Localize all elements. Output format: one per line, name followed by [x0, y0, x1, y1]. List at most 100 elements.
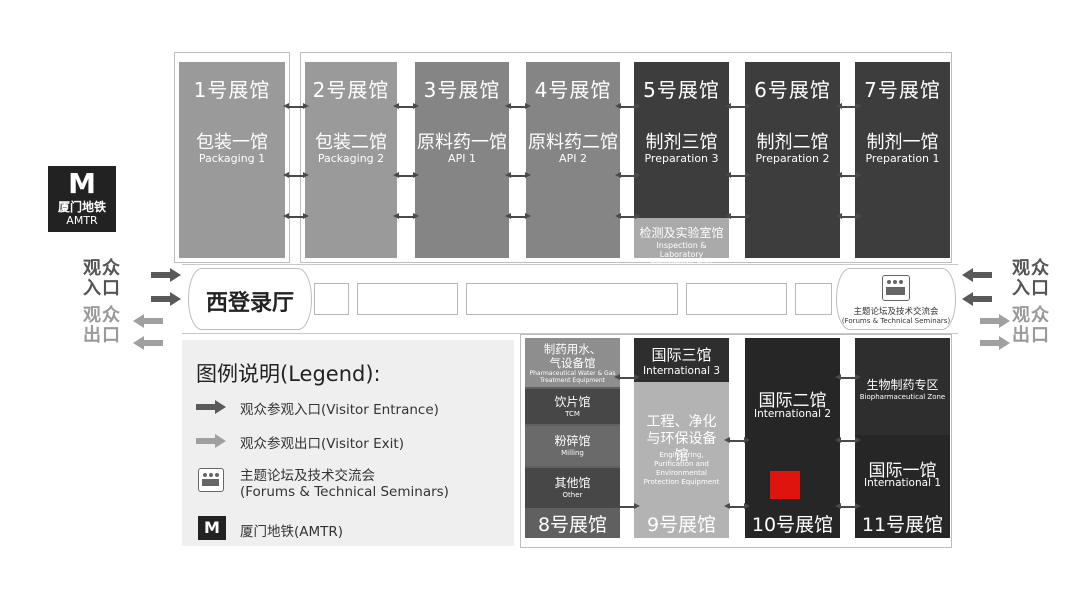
right-exit-label: 观众 出口 [1012, 305, 1050, 346]
hall-7[interactable]: 7号展馆 制剂一馆 Preparation 1 [855, 62, 950, 258]
hall-name-en: Preparation 3 [644, 152, 719, 165]
legend: 图例说明(Legend): 观众参观入口(Visitor Entrance) 观… [182, 340, 514, 546]
hall-number: 1号展馆 [193, 78, 271, 102]
location-marker [770, 471, 800, 499]
forum-label-en: (Forums & Technical Seminars) [841, 317, 951, 325]
hall-number: 3号展馆 [423, 78, 501, 102]
lab-hall-en: Inspection & Laboratory Equipment Hall [651, 241, 712, 268]
legend-forum-label: 主题论坛及技术交流会 [240, 468, 375, 484]
hall-2[interactable]: 2号展馆 包装二馆 Packaging 2 [305, 62, 397, 258]
left-entrance-arrow-2 [151, 292, 181, 306]
zone-cn: 粉碎馆 [554, 434, 591, 448]
exit-arrow-icon [196, 434, 226, 448]
left-exit-label: 观众 出口 [83, 305, 121, 346]
connector [725, 172, 751, 179]
lab-hall-cn: 检测及实验室馆 [639, 226, 724, 240]
right-exit-arrow-2 [980, 336, 1010, 350]
hall-name-cn: 制剂三馆 [645, 132, 718, 153]
forum-hall[interactable]: 主题论坛及技术交流会 (Forums & Technical Seminars) [836, 268, 956, 330]
zone-en: International 3 [642, 365, 721, 377]
entrance-arrow-icon [196, 400, 226, 414]
hall-11[interactable]: 生物制药专区 Biopharmaceutical Zone 国际一馆 Inter… [855, 338, 950, 538]
connector [614, 374, 640, 381]
connector [505, 213, 531, 220]
hall-name-cn: 国际一馆 [868, 461, 937, 481]
zone-milling[interactable]: 粉碎馆 Milling [525, 426, 620, 466]
legend-entrance-label: 观众参观入口(Visitor Entrance) [240, 402, 439, 418]
left-entrance-arrow-1 [151, 268, 181, 282]
corridor-room [795, 283, 832, 315]
hall-number: 7号展馆 [864, 78, 941, 102]
connector [836, 213, 862, 220]
connector [393, 103, 419, 110]
connector [725, 103, 751, 110]
zone-en: Milling [561, 449, 584, 457]
legend-title: 图例说明(Legend): [196, 362, 381, 386]
hall-name-cn: 制剂二馆 [756, 132, 829, 153]
hall-name-en: API 2 [559, 152, 587, 165]
hall-name-cn: 国际二馆 [758, 391, 827, 411]
right-exit-arrow-1 [980, 314, 1010, 328]
corridor-room [357, 283, 458, 315]
zone-cn: 国际三馆 [651, 346, 712, 364]
connector [835, 503, 861, 510]
zone-en: TCM [565, 410, 580, 418]
metro-logo: M 厦门地铁 AMTR [48, 166, 116, 232]
zone-biopharma[interactable]: 生物制药专区 Biopharmaceutical Zone [855, 338, 950, 435]
zone-en: Engineering, Purification and Environmen… [643, 451, 720, 486]
connector [393, 213, 419, 220]
right-entrance-label: 观众 入口 [1012, 258, 1050, 299]
west-hall-label: 西登录厅 [205, 291, 294, 316]
zone-en: Other [562, 491, 583, 499]
legend-metro-label: 厦门地铁(AMTR) [240, 524, 344, 540]
zone-water-gas[interactable]: 制药用水、气设备馆 Pharmaceutical Water & Gas Tre… [525, 338, 620, 387]
hall-name-cn: 原料药二馆 [528, 132, 618, 153]
hall-number: 10号展馆 [751, 514, 834, 536]
connector [615, 103, 641, 110]
legend-exit-label: 观众参观出口(Visitor Exit) [240, 436, 404, 452]
hall-number: 4号展馆 [534, 78, 612, 102]
connector [836, 172, 862, 179]
connector [836, 103, 862, 110]
hall-8[interactable]: 制药用水、气设备馆 Pharmaceutical Water & Gas Tre… [525, 338, 620, 538]
right-entrance-arrow-1 [962, 268, 992, 282]
hall-5[interactable]: 5号展馆 制剂三馆 Preparation 3 检测及实验室馆 Inspecti… [634, 62, 729, 268]
zone-tcm[interactable]: 饮片馆 TCM [525, 389, 620, 424]
connector [724, 437, 750, 444]
zone-international-3[interactable]: 国际三馆 International 3 [634, 338, 729, 382]
lab-hall[interactable]: 检测及实验室馆 Inspection & Laboratory Equipmen… [634, 218, 729, 268]
hall-10[interactable]: 国际二馆 International 2 10号展馆 [745, 338, 840, 538]
hall-name-en: API 1 [448, 152, 476, 165]
hall-number: 8号展馆 [537, 514, 608, 536]
zone-cn: 饮片馆 [554, 395, 591, 409]
hall-name-en: Preparation 2 [755, 152, 830, 165]
hall-name-en: Preparation 1 [865, 152, 940, 165]
top-frame [300, 52, 952, 263]
west-hall[interactable]: 西登录厅 [188, 268, 312, 330]
zone-cn: 生物制药专区 [866, 378, 939, 392]
connector [505, 103, 531, 110]
connector [283, 172, 309, 179]
connector [393, 172, 419, 179]
hall-name-en: Packaging 2 [317, 152, 385, 165]
hall-3[interactable]: 3号展馆 原料药一馆 API 1 [415, 62, 509, 258]
hall-number: 9号展馆 [646, 514, 717, 536]
zone-cn: 工程、净化与环保设备馆 [646, 414, 717, 464]
metro-icon: M [198, 516, 226, 540]
connector [283, 103, 309, 110]
connector [283, 213, 309, 220]
hall-9[interactable]: 国际三馆 International 3 工程、净化与环保设备馆 Enginee… [634, 338, 729, 538]
hall-1[interactable]: 1号展馆 包装一馆 Packaging 1 [179, 62, 285, 258]
connector [724, 503, 750, 510]
hall-name-cn: 原料药一馆 [417, 132, 507, 153]
hall-4[interactable]: 4号展馆 原料药二馆 API 2 [526, 62, 620, 258]
hall-6[interactable]: 6号展馆 制剂二馆 Preparation 2 [745, 62, 840, 258]
zone-other[interactable]: 其他馆 Other [525, 468, 620, 508]
connector [505, 172, 531, 179]
left-exit-arrow-2 [133, 336, 163, 350]
metro-icon: M [68, 167, 96, 200]
zone-cn: 其他馆 [554, 476, 591, 490]
legend-forum-label-en: (Forums & Technical Seminars) [240, 484, 449, 500]
hall-number: 6号展馆 [754, 78, 831, 102]
hall-name-cn: 包装二馆 [315, 132, 387, 153]
